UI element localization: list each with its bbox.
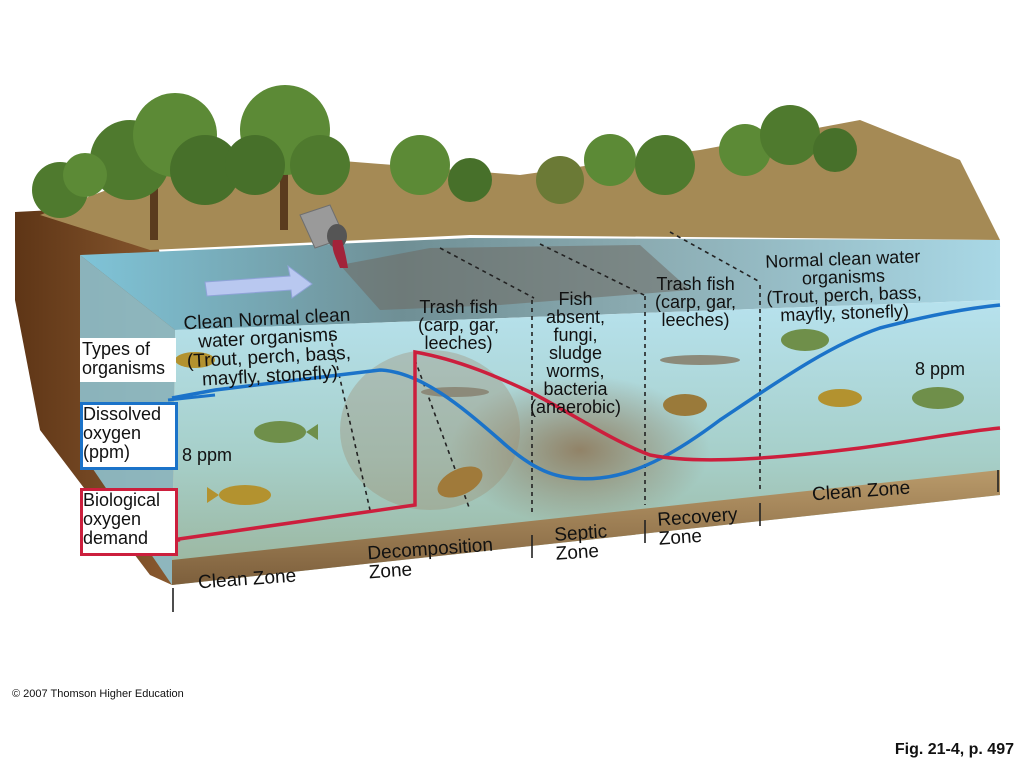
ppm-right-label: 8 ppm [915,359,966,379]
organisms-septic-line6: bacteria [543,379,608,399]
sludge-deposit [450,375,710,525]
organisms-decomposition-line3: leeches) [424,333,493,353]
copyright-notice: © 2007 Thomson Higher Education [12,688,184,700]
zone-boundary-ticks [172,470,999,612]
tree-icon [32,153,107,218]
organisms-clean-right: Normal clean water organisms (Trout, per… [765,246,923,325]
ppm-left-label: 8 ppm [182,445,233,465]
legend-oxygen-line2: oxygen [83,423,142,443]
tree-icon [390,135,492,202]
polluted-plume [340,245,690,310]
tree-icon [90,93,240,240]
organisms-decomposition-line1: Trash fish [419,297,498,317]
organisms-septic-line7: (anaerobic) [530,397,622,417]
organisms-septic-line1: Fish [558,289,593,309]
legend-blue-connector [167,393,216,402]
legend-biological-oxygen-demand: Biological oxygen demand [80,488,178,556]
legend-types-of-organisms: Types of organisms [80,338,176,382]
zone-septic-line2: Zone [554,540,600,565]
riverbed [172,470,1000,585]
organisms-septic-line5: worms, [546,361,605,381]
organisms-recovery-line1: Trash fish [656,274,735,294]
tree-icon [225,85,350,230]
legend-bod-line2: oxygen [83,509,142,529]
legend-oxygen-line3: (ppm) [83,442,131,462]
organisms-recovery-line3: leeches) [661,310,730,330]
dissolved-oxygen-curve [171,303,1001,481]
organisms-recovery-line2: (carp, gar, [655,292,737,312]
legend-oxygen-line1: Dissolved [83,404,162,424]
tree-icon [536,134,695,204]
organisms-septic: Fish absent, fungi, sludge worms, bacter… [530,290,621,416]
tree-icon [719,105,857,176]
zone-septic: Septic Zone [554,521,609,565]
organisms-recovery: Trash fish (carp, gar, leeches) [655,275,736,329]
flow-arrow-icon [204,264,313,299]
organisms-decomposition-line2: (carp, gar, [418,315,500,335]
organisms-septic-line2: absent, [546,307,606,327]
surface-zone-dividers [439,231,761,299]
legend-bod-line1: Biological [83,490,161,510]
organisms-septic-line3: fungi, [553,325,598,345]
organisms-septic-line4: sludge [549,343,603,363]
fish-icon [175,329,964,505]
organisms-decomposition: Trash fish (carp, gar, leeches) [418,298,499,352]
zone-recovery: Recovery Zone [657,504,740,550]
legend-types-line1: Types of [82,339,151,359]
legend-bod-line3: demand [83,528,149,548]
organisms-clean-left: Clean Normal clean water organisms (Trou… [183,305,354,391]
bod-curve [171,349,1001,542]
factory-pipe-icon [299,204,348,268]
legend-dissolved-oxygen: Dissolved oxygen (ppm) [80,402,178,470]
legend-types-line2: organisms [82,358,166,378]
figure-reference: Fig. 21-4, p. 497 [894,741,1014,758]
